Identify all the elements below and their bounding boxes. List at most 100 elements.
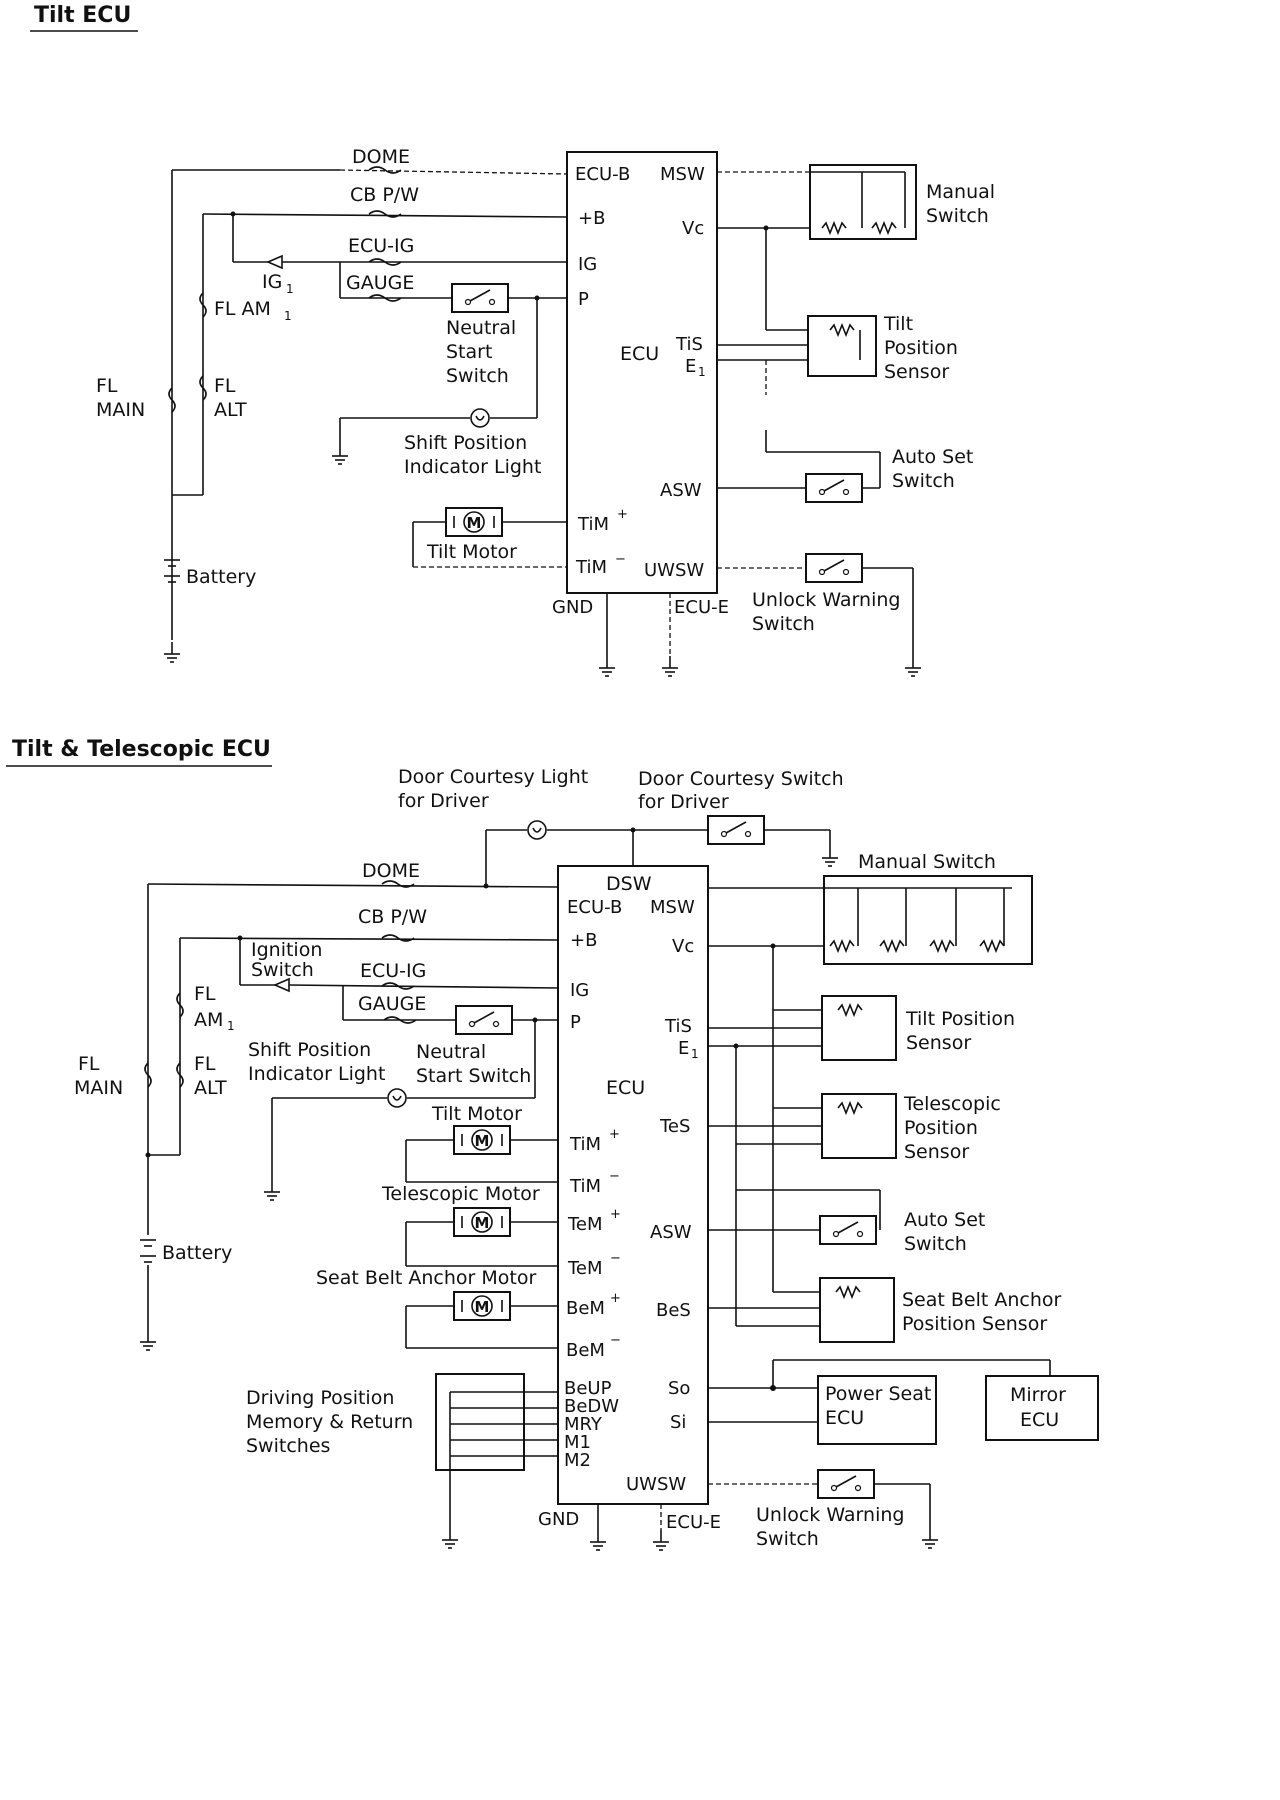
pin-asw: ASW xyxy=(650,1222,692,1243)
tele-sensor-label-2: Position xyxy=(904,1117,978,1139)
pin-tim-plus: TiM xyxy=(577,514,609,535)
pin-tem-minus: TeM xyxy=(567,1258,603,1279)
shift-label-2: Indicator Light xyxy=(248,1063,385,1085)
fuse-fl-alt-1: FL xyxy=(214,375,236,397)
autoset-label-1: Auto Set xyxy=(904,1209,985,1231)
power-seat-label-2: ECU xyxy=(825,1407,864,1429)
manual-switch-label: Manual Switch xyxy=(858,851,996,873)
pin-ig: IG xyxy=(578,254,597,275)
pin-msw: MSW xyxy=(660,164,705,185)
pin-si: Si xyxy=(670,1412,686,1433)
pin-gnd: GND xyxy=(538,1509,579,1530)
telescopic-motor xyxy=(405,1207,558,1267)
fuse-dome: DOME xyxy=(362,860,420,882)
unlock-label-1: Unlock Warning xyxy=(756,1504,904,1526)
pin-e1-sub: 1 xyxy=(698,365,706,379)
tele-sensor-label-3: Sensor xyxy=(904,1141,969,1163)
pin-bem-minus: BeM xyxy=(566,1340,605,1361)
pin-tes: TeS xyxy=(659,1116,690,1137)
door-light-label-1: Door Courtesy Light xyxy=(398,766,588,788)
fuse-fl-am1-sub: 1 xyxy=(284,309,292,323)
pin-bem-minus-sign: − xyxy=(610,1333,621,1348)
pin-plus-b: +B xyxy=(570,930,597,951)
pin-tis: TiS xyxy=(664,1016,692,1037)
ignition-label-1: Ignition xyxy=(251,939,322,961)
pin-tim-minus: TiM xyxy=(575,557,607,578)
pin-asw: ASW xyxy=(660,480,702,501)
ignition-ig1: IG xyxy=(262,271,282,293)
diagram1-title: Tilt ECU xyxy=(34,3,131,28)
tele-sensor-label-1: Telescopic xyxy=(903,1093,1001,1115)
pin-p: P xyxy=(578,289,589,310)
fuse-ecu-ig: ECU-IG xyxy=(348,235,414,257)
pin-bem-plus: BeM xyxy=(566,1298,605,1319)
fuse-cb-pw: CB P/W xyxy=(358,906,427,928)
pin-vc: Vc xyxy=(672,936,694,957)
mirror-label-2: ECU xyxy=(1020,1409,1059,1431)
pin-beup: BeUP xyxy=(564,1378,612,1399)
pin-ecu-b: ECU-B xyxy=(575,164,630,185)
pin-tim-minus-sign: − xyxy=(615,552,626,567)
ignition-label-2: Switch xyxy=(251,959,314,981)
autoset-label-2: Switch xyxy=(892,470,955,492)
memory-label-3: Switches xyxy=(246,1435,330,1457)
memory-switches xyxy=(435,1373,558,1549)
pin-tem-minus-sign: − xyxy=(610,1251,621,1266)
tilt-sensor-label-3: Sensor xyxy=(884,361,949,383)
pin-bes: BeS xyxy=(656,1300,691,1321)
pin-uwsw: UWSW xyxy=(626,1474,686,1495)
belt-sensor-label-2: Position Sensor xyxy=(902,1313,1047,1335)
fuse-dome: DOME xyxy=(352,146,410,168)
tilt-motor-label: Tilt Motor xyxy=(431,1103,522,1125)
tilt-motor xyxy=(412,507,567,568)
manual-switch-label-2: Switch xyxy=(926,205,989,227)
pin-msw: MSW xyxy=(650,897,695,918)
fuse-fl-main-1: FL xyxy=(78,1053,100,1075)
pin-p: P xyxy=(570,1012,581,1033)
tilt-sensor-label-2: Position xyxy=(884,337,958,359)
telescopic-motor-label: Telescopic Motor xyxy=(381,1183,540,1205)
pin-ecu-b: ECU-B xyxy=(567,897,622,918)
pin-tim-plus-sign: + xyxy=(609,1127,620,1142)
unlock-label-2: Switch xyxy=(752,613,815,635)
door-light-label-2: for Driver xyxy=(398,790,489,812)
pin-tem-plus-sign: + xyxy=(610,1207,621,1222)
diagram-tilt-ecu: Tilt ECU ECU ECU-B +B IG P TiM + TiM − G… xyxy=(30,3,995,677)
battery-label: Battery xyxy=(186,566,256,588)
door-switch-label-2: for Driver xyxy=(638,791,729,813)
pin-tis: TiS xyxy=(675,334,703,355)
tilt-sensor-label-2: Sensor xyxy=(906,1032,971,1054)
pin-tim-minus-sign: − xyxy=(609,1169,620,1184)
power-wiring xyxy=(163,166,568,663)
fuse-fl-am1-2: AM xyxy=(194,1009,223,1031)
diagram2-title: Tilt & Telescopic ECU xyxy=(12,737,271,762)
pin-uwsw: UWSW xyxy=(644,560,704,581)
tilt-sensor-label-1: Tilt xyxy=(883,313,913,335)
ignition-ig1-sub: 1 xyxy=(286,282,294,296)
pin-tim-minus: TiM xyxy=(569,1176,601,1197)
pin-dsw: DSW xyxy=(606,873,652,895)
pin-e1: E xyxy=(678,1038,689,1059)
tilt-ecu-box xyxy=(566,151,718,594)
autoset-label-2: Switch xyxy=(904,1233,967,1255)
power-wiring xyxy=(139,880,559,1351)
autoset-label-1: Auto Set xyxy=(892,446,973,468)
wiring-diagram: M Tilt ECU ECU ECU-B + xyxy=(6,3,1099,1551)
fuse-fl-main-2: MAIN xyxy=(96,399,145,421)
neutral-label-2: Start xyxy=(446,341,492,363)
belt-sensor-label-1: Seat Belt Anchor xyxy=(902,1289,1062,1311)
fuse-cb-pw: CB P/W xyxy=(350,184,419,206)
mirror-label-1: Mirror xyxy=(1010,1384,1066,1406)
pin-m2: M2 xyxy=(564,1450,591,1471)
neutral-label-2: Start Switch xyxy=(416,1065,531,1087)
battery-label: Battery xyxy=(162,1242,232,1264)
tilt-tele-ecu-box xyxy=(557,865,709,1505)
memory-label-2: Memory & Return xyxy=(246,1411,413,1433)
right-wiring xyxy=(708,875,1099,1549)
manual-switch-label-1: Manual xyxy=(926,181,995,203)
pin-plus-b: +B xyxy=(578,208,605,229)
pin-ecu-e: ECU-E xyxy=(674,597,729,618)
pin-e1-sub: 1 xyxy=(691,1047,699,1061)
shift-label-2: Indicator Light xyxy=(404,456,541,478)
fuse-fl-am1-1: FL xyxy=(194,983,216,1005)
